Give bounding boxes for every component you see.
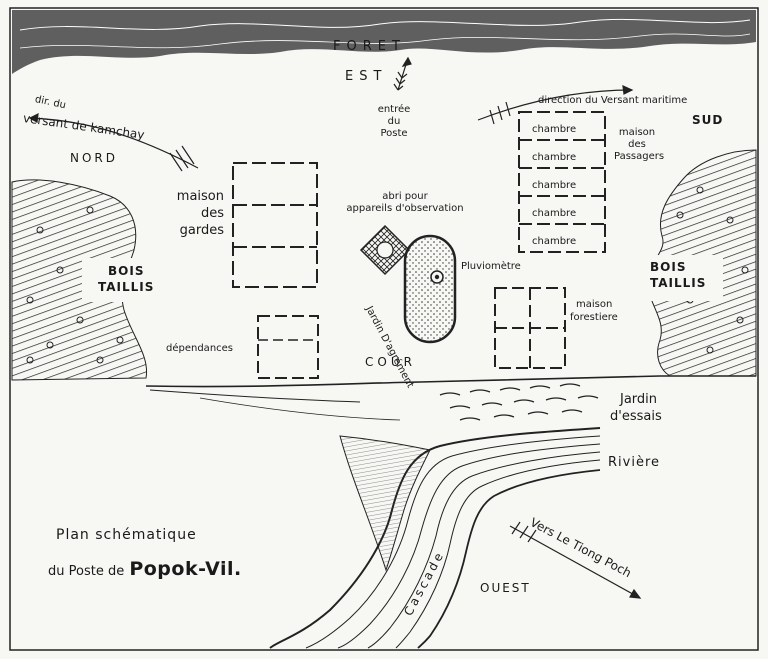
label-entree: entrée du Poste [377,104,411,139]
label-jardin-essais: Jardin d'essais [610,392,662,424]
map-title-name: Popok-Vil. [129,558,242,580]
label-foret: FORET [333,39,406,54]
label-chambre-1: chambre [532,124,577,135]
label-abri: abri pour appareils d'observation [346,191,464,214]
abri-observation [359,224,411,276]
river [269,427,601,649]
arrow-foret-est [393,56,412,91]
arrow-direction-maritime [477,85,634,125]
map-title-line2: du Poste de Popok-Vil. [48,560,242,579]
cascade-area [339,435,431,572]
arrow-nord [28,112,199,172]
label-direction-maritime: direction du Versant maritime [538,95,688,106]
label-cour: COUR [365,355,416,369]
label-maison-passagers: maison des Passagers [614,127,665,162]
river-bank [145,375,756,388]
label-chambre-3: chambre [532,180,577,191]
maison-des-passagers [518,111,606,253]
jardin-agrement [403,234,457,344]
woods-left [11,179,148,381]
label-chambre-2: chambre [532,152,577,163]
jardin-essais-marks [439,383,599,421]
label-nord: NORD [70,151,118,165]
maison-forestiere [494,287,566,369]
map-title-prefix: du Poste de [48,564,125,579]
label-pluviometre: Pluviomètre [461,261,521,272]
label-riviere: Rivière [608,455,661,470]
label-maison-gardes: maison des gardes [176,189,224,238]
label-est: EST [345,69,388,84]
label-chambre-4: chambre [532,208,577,219]
label-ouest: OUEST [480,581,531,595]
map-title-line1: Plan schématique [56,527,197,543]
label-maison-forestiere: maison forestiere [570,299,618,323]
label-bois-taillis-left: BOIS TAILLIS [98,264,155,294]
label-chambre-5: chambre [532,236,577,247]
dependances-building [257,315,319,379]
label-bois-taillis-right: BOIS TAILLIS [650,260,707,290]
label-sud: SUD [692,113,724,127]
label-dependances: dépendances [166,343,234,354]
arrow-vers-tiong [509,521,642,599]
maison-des-gardes [232,162,318,288]
map-frame [9,7,759,651]
